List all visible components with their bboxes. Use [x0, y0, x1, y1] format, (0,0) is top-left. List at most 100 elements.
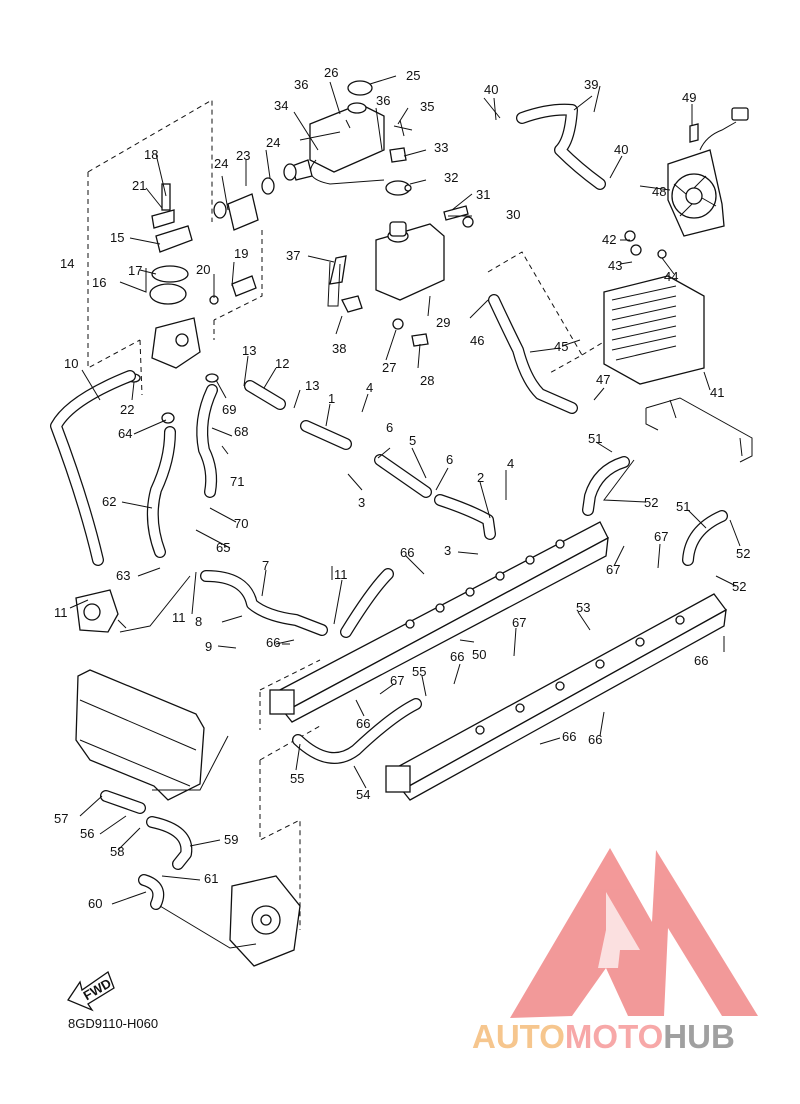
watermark-brand-text: AUTOMOTOHUB — [472, 1018, 735, 1056]
forward-arrow-icon: FWD — [67, 970, 115, 1012]
callout-3b: 3 — [444, 543, 451, 558]
callout-29: 29 — [436, 315, 450, 330]
callout-5: 5 — [409, 433, 416, 448]
callout-15: 15 — [110, 230, 124, 245]
callout-40b: 40 — [614, 142, 628, 157]
coolant-hoses — [50, 103, 728, 910]
callout-66e: 66 — [588, 732, 602, 747]
callout-44: 44 — [664, 269, 678, 284]
callout-69: 69 — [222, 402, 236, 417]
callout-37: 37 — [286, 248, 300, 263]
callout-64: 64 — [118, 426, 132, 441]
callout-11b: 11 — [172, 610, 186, 625]
reservoir-tank — [299, 80, 445, 301]
callout-52b: 52 — [736, 546, 750, 561]
callout-59: 59 — [224, 832, 238, 847]
callout-62: 62 — [102, 494, 116, 509]
front-rail-upper — [645, 397, 753, 463]
brand-moto: MOTO — [564, 1018, 664, 1055]
callout-25: 25 — [406, 68, 420, 83]
callout-6: 6 — [386, 420, 393, 435]
callout-63: 63 — [116, 568, 130, 583]
callout-36b: 36 — [376, 93, 390, 108]
lower-group-box — [259, 659, 321, 930]
callout-66f: 66 — [562, 729, 576, 744]
callout-24b: 24 — [266, 135, 280, 150]
callout-13b: 13 — [305, 378, 319, 393]
callout-45: 45 — [554, 339, 568, 354]
callout-35: 35 — [420, 99, 434, 114]
callout-66g: 66 — [694, 653, 708, 668]
callout-3: 3 — [358, 495, 365, 510]
callout-60: 60 — [88, 896, 102, 911]
thermostat-group-box — [87, 99, 263, 396]
callout-36: 36 — [294, 77, 308, 92]
callout-67c: 67 — [512, 615, 526, 630]
thermostat-parts — [127, 163, 297, 424]
water-pump — [229, 875, 301, 967]
callout-1: 1 — [328, 391, 335, 406]
pump-cover-left — [75, 589, 119, 633]
callout-61: 61 — [204, 871, 218, 886]
callout-12: 12 — [275, 356, 289, 371]
callout-58: 58 — [110, 844, 124, 859]
cooling-fan — [667, 107, 749, 237]
callout-40: 40 — [484, 82, 498, 97]
frame-rail-upper — [269, 521, 609, 723]
callout-67d: 67 — [390, 673, 404, 688]
callout-34: 34 — [274, 98, 288, 113]
callout-65: 65 — [216, 540, 230, 555]
callout-20: 20 — [196, 262, 210, 277]
callout-10: 10 — [64, 356, 78, 371]
callout-8: 8 — [195, 614, 202, 629]
callout-55: 55 — [412, 664, 426, 679]
callout-17: 17 — [128, 263, 142, 278]
callout-68: 68 — [234, 424, 248, 439]
callout-4b: 4 — [507, 456, 514, 471]
diagram-code: 8GD9110-H060 — [68, 1016, 159, 1031]
callout-18: 18 — [144, 147, 158, 162]
leader-lines — [69, 75, 741, 949]
callout-47: 47 — [596, 372, 610, 387]
radiator — [603, 230, 705, 385]
callout-51b: 51 — [676, 499, 690, 514]
callout-22: 22 — [120, 402, 134, 417]
callout-4: 4 — [366, 380, 373, 395]
callout-57: 57 — [54, 811, 68, 826]
callout-28: 28 — [420, 373, 434, 388]
frame-rail-lower — [385, 593, 727, 801]
callout-11c: 11 — [334, 567, 348, 582]
callout-26: 26 — [324, 65, 338, 80]
callout-48: 48 — [652, 184, 666, 199]
callout-66a: 66 — [400, 545, 414, 560]
callout-numbers: 1 2 3 3 4 4 5 6 6 7 8 9 10 11 11 11 12 1… — [54, 65, 750, 911]
callout-21: 21 — [132, 178, 146, 193]
callout-67a: 67 — [654, 529, 668, 544]
callout-66c: 66 — [356, 716, 370, 731]
callout-49: 49 — [682, 90, 696, 105]
callout-46: 46 — [470, 333, 484, 348]
callout-14: 14 — [60, 256, 74, 271]
brand-hub: HUB — [663, 1018, 735, 1055]
callout-43: 43 — [608, 258, 622, 273]
callout-30: 30 — [506, 207, 520, 222]
callout-71: 71 — [230, 474, 244, 489]
callout-51: 51 — [588, 431, 602, 446]
callout-38: 38 — [332, 341, 346, 356]
callout-54: 54 — [356, 787, 370, 802]
callout-33: 33 — [434, 140, 448, 155]
rear-frame-bracket — [75, 669, 205, 801]
callout-27: 27 — [382, 360, 396, 375]
callout-19: 19 — [234, 246, 248, 261]
callout-24: 24 — [214, 156, 228, 171]
callout-55b: 55 — [290, 771, 304, 786]
automotohub-logo-mark — [510, 848, 758, 1018]
brand-auto: AUTO — [472, 1018, 565, 1055]
callout-53: 53 — [576, 600, 590, 615]
callout-7: 7 — [262, 558, 269, 573]
callout-11: 11 — [54, 605, 68, 620]
callout-41: 41 — [710, 385, 724, 400]
callout-50: 50 — [472, 647, 486, 662]
